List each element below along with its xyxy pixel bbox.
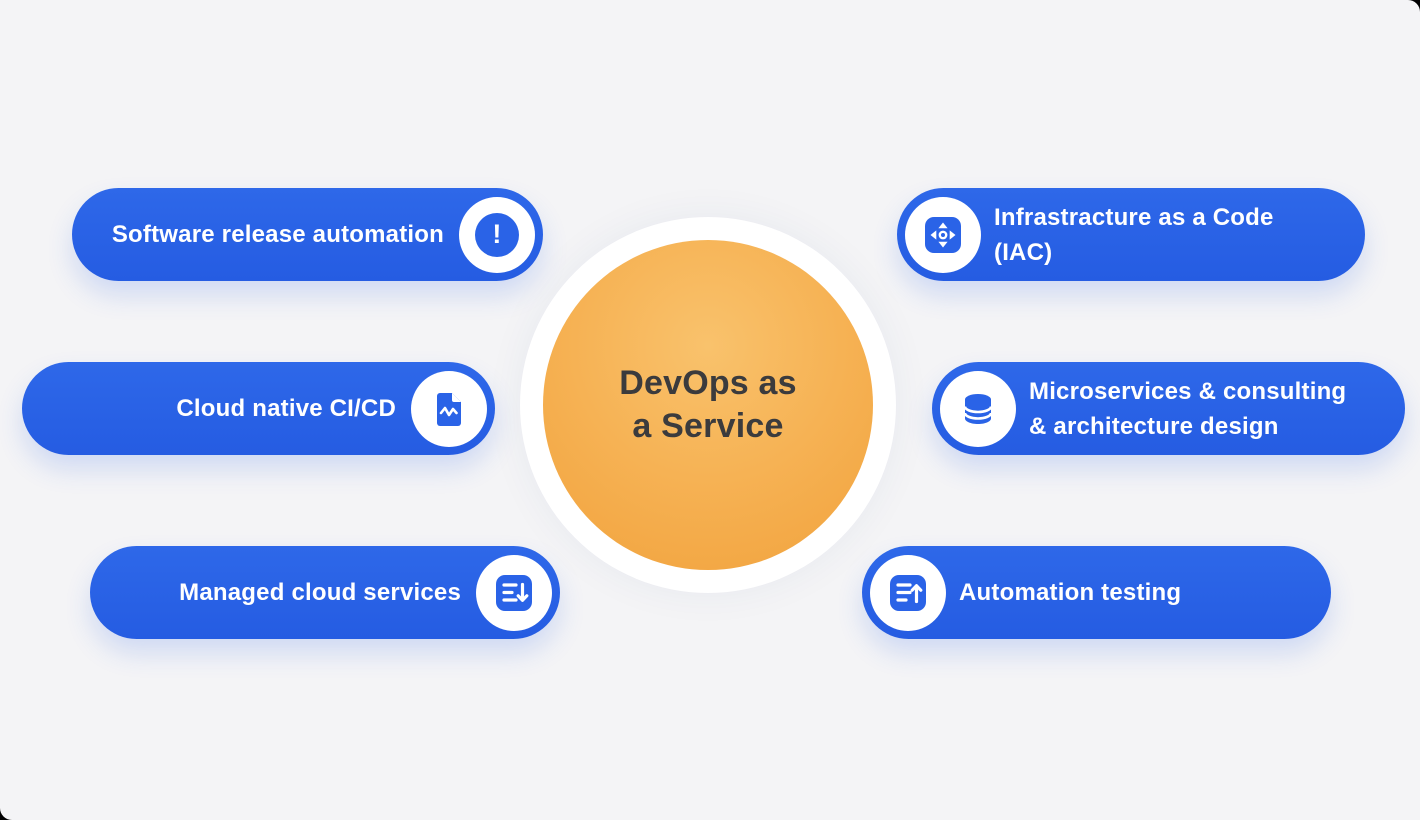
pill-label-line2: & architecture design	[1029, 412, 1279, 440]
icon-badge	[476, 554, 552, 631]
pill-automation-testing: Automation testing	[862, 546, 1331, 639]
icon-badge	[411, 370, 487, 447]
pill-label: Cloud native CI/CD	[176, 394, 396, 422]
pill-label-line1: Infrastracture as a Code	[994, 203, 1274, 231]
pill-software-release-automation: Software release automation !	[72, 188, 543, 281]
move-icon	[925, 216, 961, 253]
database-icon	[963, 393, 993, 424]
pill-label: Automation testing	[959, 578, 1182, 606]
list-sort-down-icon	[496, 574, 532, 611]
pill-infrastructure-as-code: Infrastracture as a Code (IAC)	[897, 188, 1365, 281]
central-node: DevOps as a Service	[543, 240, 873, 570]
pill-label: Managed cloud services	[179, 578, 461, 606]
central-node-label: DevOps as a Service	[619, 362, 797, 448]
file-chart-icon	[437, 392, 461, 426]
exclamation-icon: !	[475, 212, 519, 257]
pill-cloud-native-cicd: Cloud native CI/CD	[22, 362, 495, 455]
icon-badge: !	[459, 196, 535, 273]
icon-badge	[940, 370, 1016, 447]
list-sort-up-icon	[890, 574, 926, 611]
icon-badge	[905, 196, 981, 273]
pill-label: Software release automation	[111, 220, 444, 248]
central-label-line1: DevOps as	[619, 364, 797, 402]
pill-managed-cloud-services: Managed cloud services	[90, 546, 560, 639]
pill-label-line1: Microservices & consulting	[1029, 377, 1347, 405]
pill-label-line2: (IAC)	[994, 238, 1053, 266]
pill-microservices-consulting: Microservices & consulting & architectur…	[932, 362, 1405, 455]
central-label-line2: a Service	[632, 407, 784, 445]
pill-label: Microservices & consulting & architectur…	[1029, 374, 1346, 444]
icon-badge	[870, 554, 946, 631]
pill-label: Infrastracture as a Code (IAC)	[994, 200, 1274, 270]
